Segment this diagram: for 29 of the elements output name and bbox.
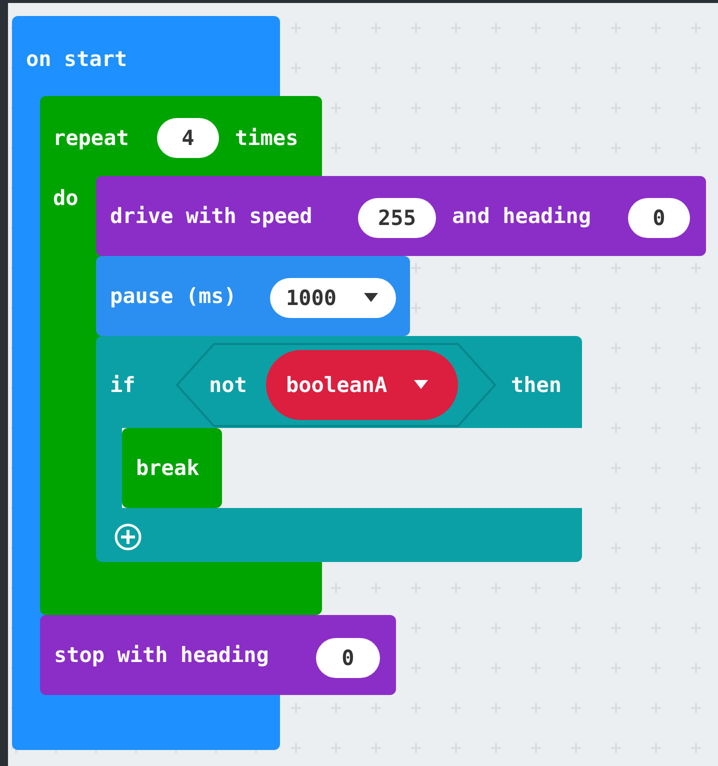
value-text: 255 xyxy=(377,205,417,231)
block-text: drive with speed xyxy=(110,203,312,229)
block-text: if xyxy=(110,372,136,398)
value-text: 4 xyxy=(180,125,196,151)
block-text: not xyxy=(209,372,247,398)
boolean-block xyxy=(176,343,496,427)
number-field xyxy=(157,118,219,158)
number-field xyxy=(358,198,436,238)
block-text: times xyxy=(235,125,298,151)
command-block xyxy=(40,615,396,695)
command-block xyxy=(96,256,410,336)
number-field xyxy=(628,198,690,238)
block-text: then xyxy=(511,372,562,398)
dropdown-field xyxy=(270,278,396,318)
block-text: stop with heading xyxy=(54,642,269,668)
command-block xyxy=(122,428,222,508)
value-text: 1000 xyxy=(286,285,337,311)
block-text: booleanA xyxy=(286,372,388,398)
value-text: 0 xyxy=(340,645,356,671)
condition-block xyxy=(96,336,582,562)
command-block xyxy=(96,176,706,256)
block-text: repeat xyxy=(53,125,129,151)
block-text: on start xyxy=(26,46,128,72)
block-text: pause (ms) xyxy=(110,283,236,309)
number-field xyxy=(316,638,380,678)
block-text: break xyxy=(136,455,200,481)
block-text: do xyxy=(53,185,78,211)
value-text: 0 xyxy=(652,205,666,231)
block-text: and heading xyxy=(452,203,592,229)
